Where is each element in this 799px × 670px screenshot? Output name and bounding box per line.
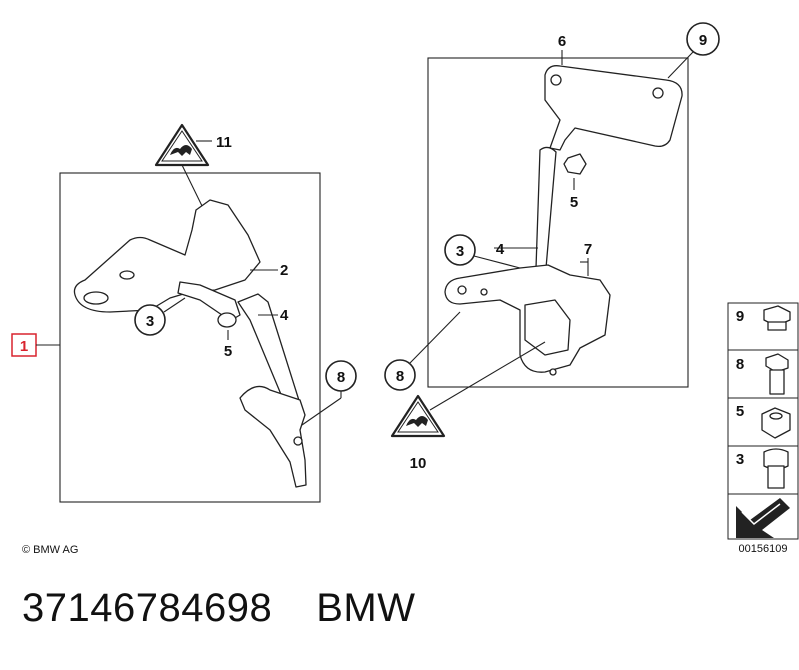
callout-5-left: 5: [224, 343, 232, 360]
callout-2-left: 2: [280, 262, 288, 279]
left-sensor-bracket: [73, 199, 261, 313]
callout-3-right: 3: [456, 243, 464, 260]
main-part-label[interactable]: 1: [20, 338, 28, 355]
callout-8-left: 8: [337, 369, 345, 386]
direction-arrow-icon: [736, 498, 790, 538]
flange-bolt-icon: [763, 305, 791, 331]
callout-11-left: 11: [216, 134, 232, 151]
right-linkage-rod: [535, 146, 557, 269]
hex-bolt-icon: [765, 353, 789, 395]
callout-4-left: 4: [280, 307, 289, 324]
legend-label-3: 3: [736, 451, 744, 468]
callout-7-right: 7: [584, 241, 592, 258]
warning-triangle-icon: [390, 394, 446, 438]
callout-8-right: 8: [396, 368, 404, 385]
legend-label-9: 9: [736, 308, 744, 325]
parts-legend: 9 8 5 3: [727, 302, 799, 540]
legend-label-8: 8: [736, 356, 744, 373]
footer-part-number-line: 37146784698 BMW: [22, 586, 415, 631]
right-top-bracket: [544, 65, 683, 151]
image-number: 00156109: [739, 543, 788, 555]
callout-9-right: 9: [699, 32, 707, 49]
hex-nut-icon: [761, 407, 791, 439]
legend-label-5: 5: [736, 403, 744, 420]
left-assembly-frame: [59, 172, 321, 503]
callout-circle-3-right: [444, 234, 476, 266]
callout-6-right: 6: [558, 33, 566, 50]
callout-3-left: 3: [146, 313, 154, 330]
copyright-text: © BMW AG: [22, 544, 78, 556]
socket-screw-icon: [763, 448, 789, 489]
callout-10-right: 10: [410, 455, 427, 472]
left-lower-bracket: [239, 385, 307, 488]
callout-circle-9-right: [686, 22, 720, 56]
callout-circle-3-left: [134, 304, 166, 336]
callout-circle-8-right: [384, 359, 416, 391]
brand-name: BMW: [316, 586, 416, 630]
callout-4-right: 4: [496, 241, 505, 258]
part-number: 37146784698: [22, 586, 273, 630]
right-assembly-frame: [427, 57, 689, 388]
callout-5-right: 5: [570, 194, 578, 211]
warning-triangle-icon: [154, 123, 210, 167]
